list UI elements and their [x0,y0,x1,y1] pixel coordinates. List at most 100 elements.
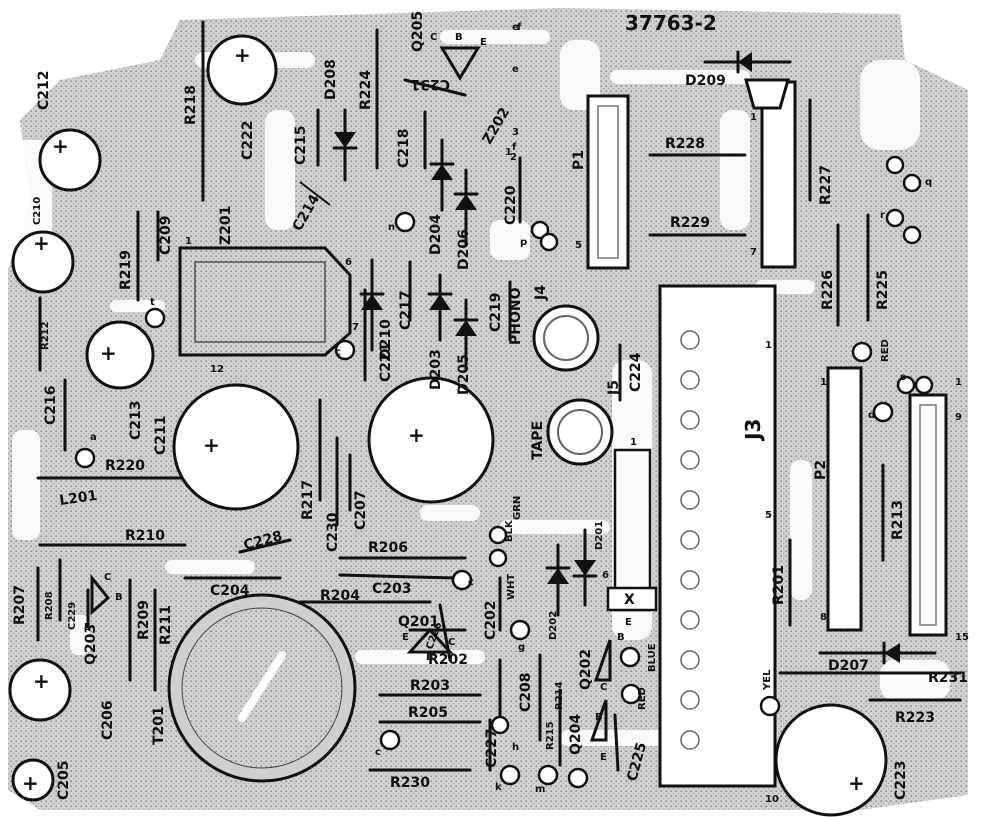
label-c220: C220 [503,185,519,225]
label-c216: C216 [43,386,59,426]
label-d201: D201 [594,521,605,550]
pin-e-q204: E [600,752,607,763]
label-r212: R212 [40,321,51,350]
pin-g: g [518,642,525,653]
label-r202: R202 [428,652,468,668]
pin-b-q203: B [115,592,123,603]
label-c212: C212 [36,71,52,111]
label-c211: C211 [153,416,169,456]
label-d205: D205 [456,354,472,395]
plus-c205: + [22,771,39,795]
label-c215: C215 [293,126,309,166]
plus-c213: + [100,341,117,365]
label-r225: R225 [875,270,891,310]
pin-f-top: f [517,22,522,33]
pin-b-q202: B [617,632,625,643]
pin-b-q204: B [595,712,603,723]
p2-pin-8: 8 [820,612,827,623]
j3-pin-1: 1 [765,340,772,351]
connectors [586,78,948,788]
board-number-text: 37763-2 [625,11,717,35]
label-c209: C209 [158,216,174,256]
label-t201: T201 [151,706,167,745]
pin-k: k [495,782,502,793]
label-c204: C204 [210,583,250,599]
label-j5: J5 [606,380,622,396]
conn2-pin-15: 15 [955,632,969,643]
label-q205: Q205 [410,11,426,52]
label-d206: D206 [456,229,472,270]
wire-label-red-top: RED [880,339,891,362]
label-j4: J4 [533,285,549,301]
label-c210: C210 [32,197,43,225]
conn2-pin-1: 1 [955,377,962,388]
pin-e-q203: E [84,622,91,633]
label-r205: R205 [408,705,448,721]
board-number: 37763-2 [625,11,717,35]
z201-pin-6: 6 [345,257,352,268]
label-d202: D202 [548,611,559,640]
polarity-markers: + + + + + + + + + X [22,43,865,795]
label-p1: P1 [571,150,587,170]
wire-label-red-bottom: RED [637,687,648,710]
pin-c-q205: C [430,32,437,43]
label-c208: C208 [518,673,534,713]
pin-b-lower: c [335,347,341,358]
label-r204: R204 [320,588,360,604]
pin-letter-labels: C B E C B E E B C B C B E E e e f f n p … [84,22,932,795]
pin-a-left: a [90,432,97,443]
label-z201: Z201 [218,206,234,245]
label-l201: L201 [58,488,98,509]
label-c203: C203 [372,581,412,597]
label-d203: D203 [428,349,444,390]
label-q203: Q203 [83,624,99,665]
label-c206: C206 [100,701,116,741]
z201-pin-1: 1 [185,236,192,247]
pin-c-q202: C [600,682,607,693]
label-r227: R227 [818,165,834,205]
pin-d: d [868,410,875,421]
pin-c-q201: C [448,637,455,648]
label-d204: D204 [428,214,444,255]
label-r223: R223 [895,710,935,726]
conn2-pin-9: 9 [955,412,962,423]
label-phono: PHONO [508,287,524,345]
label-c222: C222 [240,121,256,161]
label-c213: C213 [128,401,144,441]
pin-b-q205: B [455,32,463,43]
p1-pin-5: 5 [575,240,582,251]
jacks [532,304,614,466]
j5-pin-1: 1 [630,437,637,448]
diode-labels: D208 D209 D204 D206 D210 D203 D205 D201 … [323,59,869,674]
z202-pin-2: 2 [510,152,517,163]
plus-c206: + [33,669,50,693]
z202-pin-1: 1 [505,147,512,158]
label-d210: D210 [378,319,394,360]
pin-e-mid: e [512,64,519,75]
pin-e-q201: E [402,632,409,643]
pin-s: s [900,372,906,383]
p2-pin-1: 1 [820,377,827,388]
pads [74,155,934,789]
z202-pin-3: 3 [512,127,519,138]
label-c223: C223 [893,761,909,801]
module-z201 [178,246,352,357]
wire-label-yel: YEL [762,669,773,691]
label-tape: TAPE [530,421,546,460]
label-q201: Q201 [398,614,439,630]
plus-c221: + [408,423,425,447]
label-r224: R224 [358,70,374,110]
label-j3: J3 [741,419,765,442]
j3-pin-10: 10 [765,794,779,805]
label-r203: R203 [410,678,450,694]
label-r230: R230 [390,775,430,791]
resistors [36,20,962,772]
diodes [332,50,937,665]
label-r226: R226 [820,270,836,310]
plus-c212: + [52,134,69,158]
label-q202: Q202 [578,649,594,690]
z201-pin-12: 12 [210,364,224,375]
label-d209: D209 [685,73,726,89]
pin-e-top: e [512,22,519,33]
label-r211: R211 [158,605,174,645]
